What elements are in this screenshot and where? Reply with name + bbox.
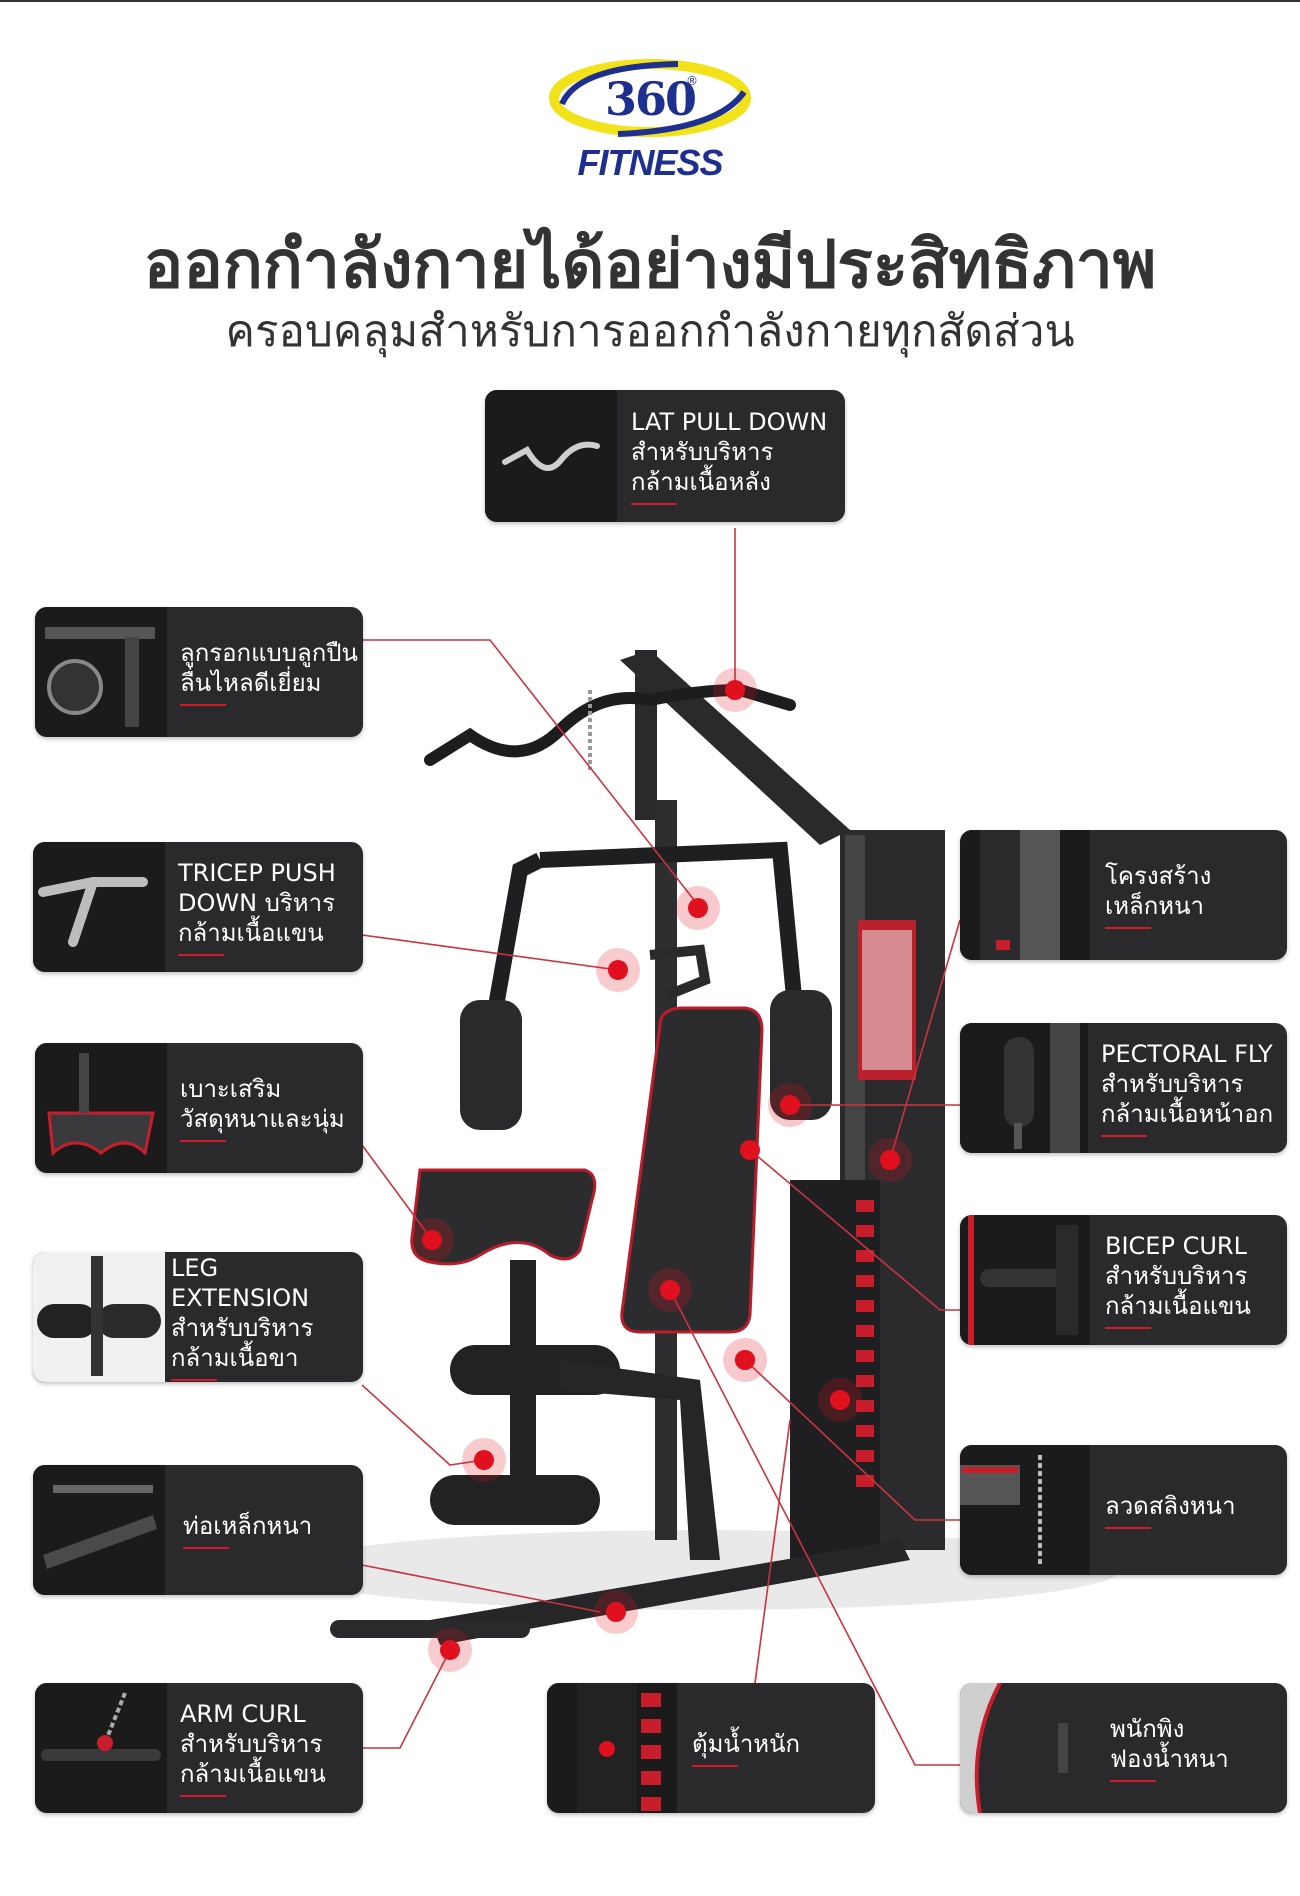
callout-line: ฟองน้ำหนา [1110, 1745, 1229, 1773]
callout-line: วัสดุหนาและนุ่ม [180, 1105, 345, 1133]
callout-leg-extension: LEG EXTENSION สำหรับบริหาร กล้ามเนื้อขา [33, 1252, 363, 1382]
top-rule [0, 0, 1300, 2]
callout-thick-frame: โครงสร้าง เหล็กหนา [960, 830, 1287, 960]
curl-handle-icon [960, 1215, 1090, 1345]
weight-stack-icon [547, 1683, 677, 1813]
accent-bar [1101, 1135, 1147, 1137]
accent-bar [692, 1765, 738, 1767]
accent-bar [1105, 1327, 1151, 1329]
callout-line: สำหรับบริหาร [631, 438, 774, 466]
rope-handle-icon [33, 842, 165, 972]
callout-pectoral-fly: PECTORAL FLY สำหรับบริหาร กล้ามเนื้อหน้า… [960, 1023, 1287, 1153]
callout-line: ลูกรอกแบบลูกปืน [180, 639, 358, 667]
callout-line: โครงสร้าง [1105, 862, 1212, 890]
logo-wordmark: FITNESS [577, 142, 723, 183]
cable-icon [960, 1445, 1090, 1575]
callout-back-foam: พนักพิง ฟองน้ำหนา [960, 1683, 1287, 1813]
accent-bar [631, 503, 677, 505]
callout-line: กล้ามเนื้อหลัง [631, 468, 771, 496]
callout-line: กล้ามเนื้อขา [171, 1344, 299, 1372]
logo-number: 360 [604, 72, 697, 126]
accent-bar [1105, 927, 1151, 929]
callout-lat-pull-down: LAT PULL DOWN สำหรับบริหาร กล้ามเนื้อหลั… [485, 390, 845, 522]
headline: ออกกำลังกายได้อย่างมีประสิทธิภาพ [143, 226, 1157, 303]
callout-line: PECTORAL FLY [1101, 1040, 1273, 1068]
seat-pad-icon [35, 1043, 167, 1173]
callout-line: ARM CURL [180, 1700, 306, 1728]
callout-line: DOWN บริหาร [178, 889, 335, 917]
callout-line: เบาะเสริม [180, 1075, 282, 1103]
callout-line: สำหรับบริหาร [1105, 1262, 1248, 1290]
accent-bar [180, 1140, 226, 1142]
pulley-icon [35, 607, 167, 737]
callout-tricep-push-down: TRICEP PUSH DOWN บริหาร กล้ามเนื้อแขน [33, 842, 363, 972]
callout-line: LAT PULL DOWN [631, 408, 828, 436]
logo-ring-icon [549, 59, 751, 137]
callout-thick-cable: ลวดสลิงหนา [960, 1445, 1287, 1575]
backrest-icon [960, 1683, 1090, 1813]
callout-line: BICEP CURL [1105, 1232, 1247, 1260]
callout-line: เหล็กหนา [1105, 892, 1204, 920]
accent-bar [180, 704, 226, 706]
callout-weight-stack: ตุ้มน้ำหนัก [547, 1683, 875, 1813]
accent-bar [180, 1795, 226, 1797]
subheadline: ครอบคลุมสำหรับการออกกำลังกายทุกสัดส่วน [225, 306, 1075, 357]
accent-bar [1110, 1780, 1156, 1782]
callout-line: ตุ้มน้ำหนัก [692, 1730, 801, 1758]
callout-arm-curl: ARM CURL สำหรับบริหาร กล้ามเนื้อแขน [35, 1683, 363, 1813]
accent-bar [171, 1379, 217, 1381]
fly-arm-icon [960, 1023, 1088, 1153]
callout-bicep-curl: BICEP CURL สำหรับบริหาร กล้ามเนื้อแขน [960, 1215, 1287, 1345]
home-gym-machine [280, 528, 1120, 1766]
callout-line: ลวดสลิงหนา [1105, 1492, 1236, 1520]
callout-bearing-pulley: ลูกรอกแบบลูกปืน ลื่นไหลดีเยี่ยม [35, 607, 363, 737]
callout-line: สำหรับบริหาร [1101, 1070, 1244, 1098]
callout-line: กล้ามเนื้อแขน [1105, 1292, 1251, 1320]
callout-line: สำหรับบริหาร [171, 1314, 314, 1342]
frame-icon [960, 830, 1090, 960]
callout-line: กล้ามเนื้อแขน [180, 1760, 326, 1788]
brand-logo: 360 ® FITNESS [540, 50, 760, 183]
callout-line: TRICEP PUSH [178, 859, 336, 887]
accent-bar [1105, 1527, 1151, 1529]
leg-roller-icon [33, 1252, 165, 1382]
chain-bar-icon [35, 1683, 167, 1813]
callout-seat-pad: เบาะเสริม วัสดุหนาและนุ่ม [35, 1043, 363, 1173]
callout-line: ลื่นไหลดีเยี่ยม [180, 669, 322, 697]
accent-bar [183, 1547, 229, 1549]
callout-line: สำหรับบริหาร [180, 1730, 323, 1758]
callout-line: พนักพิง [1110, 1715, 1185, 1743]
callout-line: LEG EXTENSION [171, 1254, 310, 1312]
accent-bar [178, 954, 224, 956]
steel-tube-icon [33, 1465, 165, 1595]
logo-registered-mark: ® [686, 74, 698, 88]
callout-line: กล้ามเนื้อหน้าอก [1101, 1100, 1274, 1128]
callout-line: ท่อเหล็กหนา [183, 1512, 313, 1540]
callout-thick-tube: ท่อเหล็กหนา [33, 1465, 363, 1595]
callout-line: กล้ามเนื้อแขน [178, 919, 324, 947]
lat-bar-icon [485, 390, 617, 522]
